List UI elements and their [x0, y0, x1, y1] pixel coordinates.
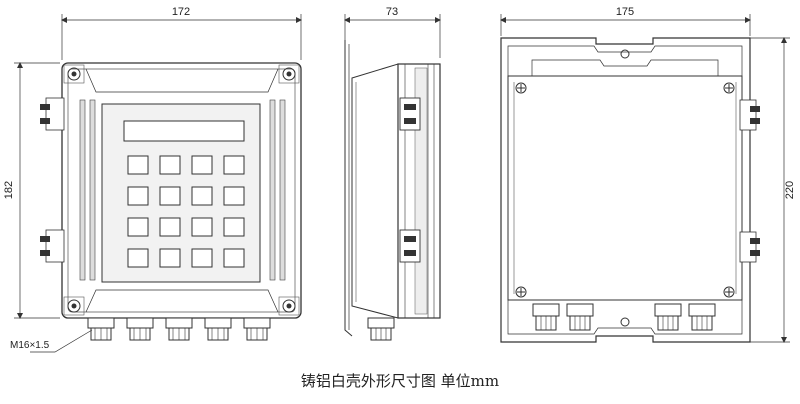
cable-gland-icon — [654, 303, 682, 331]
front-view: 172 182 — [3, 6, 302, 353]
screw-icon — [723, 82, 735, 94]
cable-gland-icon — [165, 317, 193, 341]
cable-gland-icon — [243, 317, 271, 341]
drawing-caption: 铸铝白壳外形尺寸图 单位mm — [300, 372, 500, 390]
mount-hole-icon — [620, 317, 630, 327]
hinge-icon — [40, 97, 65, 131]
hinge-icon — [40, 229, 65, 263]
back-width-label: 175 — [616, 6, 634, 18]
screw-icon — [63, 64, 85, 84]
cable-gland-icon — [532, 303, 560, 331]
side-depth-label: 73 — [386, 6, 398, 18]
cable-gland-icon — [87, 317, 115, 341]
cable-gland-icon — [204, 317, 232, 341]
cable-gland-icon — [126, 317, 154, 341]
front-height-label: 182 — [3, 181, 15, 199]
back-height-label: 220 — [784, 181, 796, 199]
keypad — [127, 155, 245, 268]
screw-icon — [278, 296, 300, 316]
hinge-icon — [739, 99, 760, 131]
screw-icon — [515, 286, 527, 298]
hinge-icon — [739, 231, 760, 263]
back-view: 175 220 — [500, 6, 796, 343]
screw-icon — [63, 296, 85, 316]
screw-icon — [723, 286, 735, 298]
cable-gland-icon — [367, 317, 395, 341]
hinge-icon — [399, 97, 421, 131]
screw-icon — [278, 64, 300, 84]
side-view: 73 — [344, 6, 441, 341]
front-width-label: 172 — [172, 6, 190, 18]
cable-gland-label: M16×1.5 — [10, 340, 50, 351]
lcd-display — [123, 120, 245, 142]
screw-icon — [515, 82, 527, 94]
hinge-icon — [399, 229, 421, 263]
cable-gland-icon — [688, 303, 716, 331]
mount-hole-icon — [620, 49, 630, 59]
cable-gland-icon — [566, 303, 594, 331]
